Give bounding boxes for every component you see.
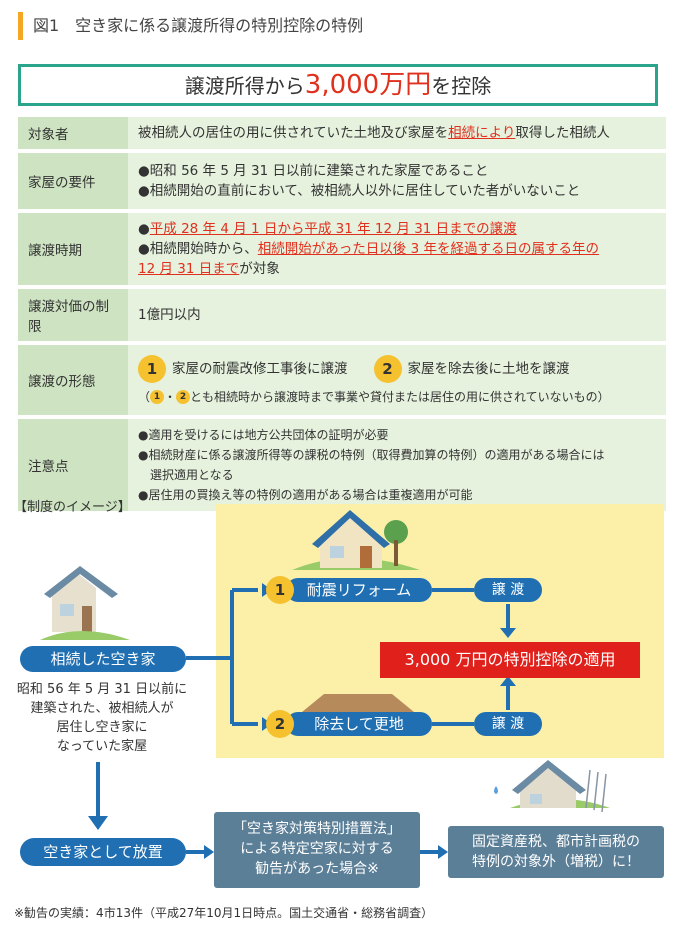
text: ●相続開始時から、 (138, 241, 258, 257)
row-label: 家屋の要件 (18, 153, 128, 209)
text: 家屋を除去後に土地を譲渡 (407, 360, 570, 377)
text: 取得した相続人 (515, 125, 610, 141)
text: とも相続時から譲渡時まで事業や貸付または居住の用に供されていないもの） (190, 389, 610, 404)
headline-amount: 3,000万円 (304, 70, 432, 100)
desc-line: なっていた家屋 (56, 739, 148, 754)
vacant-land-icon (302, 694, 414, 712)
bullet: ●平成 28 年 4 月 1 日から平成 31 年 12 月 31 日までの譲渡 (138, 219, 656, 239)
law-line: 「空き家対策特別措置法」 (233, 821, 401, 837)
tax-line: 固定資産税、都市計画税の (472, 834, 640, 850)
law-box: 「空き家対策特別措置法」 による特定空家に対する 勧告があった場合※ (214, 812, 420, 888)
section-title: 【制度のイメージ】 (14, 500, 131, 515)
transfer-label-1: 譲 渡 (474, 578, 542, 602)
bullet: ●居住用の買換え等の特例の適用がある場合は重複適用が可能 (138, 488, 473, 502)
row-value: ●適用を受けるには地方公共団体の証明が必要 ●相続財産に係る譲渡所得等の課税の特… (128, 419, 666, 511)
number-badge: 2 (373, 354, 402, 383)
bullet: ●相続財産に係る譲渡所得等の課税の特例（取得費加算の特例）の適用がある場合には (138, 448, 605, 462)
requirements-table: 対象者 被相続人の居住の用に供されていた土地及び家屋を相続により取得した相続人 … (18, 113, 666, 515)
headline-pre: 譲渡所得から (184, 74, 305, 98)
house-icon (40, 566, 130, 640)
bullet-cont: 12 月 31 日までが対象 (138, 259, 656, 279)
text: （ (138, 389, 151, 404)
row-value: ●平成 28 年 4 月 1 日から平成 31 年 12 月 31 日までの譲渡… (128, 213, 666, 285)
option2-label: 除去して更地 (286, 712, 432, 736)
footer-note: ※勧告の実績：4市13件（平成27年10月1日時点。国土交通省・総務省調査） (14, 906, 434, 920)
inherited-house-label: 相続した空き家 (20, 646, 186, 672)
text-red: 相続開始があった日以後 3 年を経過する日の属する年の (257, 241, 599, 257)
text-red: 平成 28 年 4 月 1 日から平成 31 年 12 月 31 日までの譲渡 (149, 221, 517, 237)
table-row: 注意点 ●適用を受けるには地方公共団体の証明が必要 ●相続財産に係る譲渡所得等の… (18, 419, 666, 511)
option2-badge: 2 (266, 710, 294, 738)
bullet-cont: 選択適用となる (138, 468, 234, 482)
table-row: 譲渡時期 ●平成 28 年 4 月 1 日から平成 31 年 12 月 31 日… (18, 213, 666, 285)
row-label: 譲渡対価の制限 (18, 289, 128, 341)
text: 被相続人の居住の用に供されていた土地及び家屋を (138, 125, 449, 141)
row-label: 対象者 (18, 117, 128, 149)
bullet-mark: ● (138, 221, 150, 237)
neglected-house-icon (494, 760, 610, 813)
transfer-label-2: 譲 渡 (474, 712, 542, 736)
option1-badge: 1 (266, 576, 294, 604)
row-label: 注意点 (18, 419, 128, 511)
row-label: 譲渡時期 (18, 213, 128, 285)
row-value: 被相続人の居住の用に供されていた土地及び家屋を相続により取得した相続人 (128, 117, 666, 149)
text: が対象 (239, 261, 280, 277)
renovated-house-icon (292, 510, 420, 570)
table-row: 家屋の要件 ●昭和 56 年 5 月 31 日以前に建築された家屋であること ●相… (18, 153, 666, 209)
bullet: ●相続開始の直前において、被相続人以外に居住していた者がいないこと (138, 183, 581, 199)
headline-box: 譲渡所得から3,000万円を控除 (18, 64, 658, 106)
neglect-label: 空き家として放置 (20, 838, 186, 866)
desc-line: 昭和 56 年 5 月 31 日以前に (16, 682, 188, 697)
bullet: ●相続開始時から、相続開始があった日以後 3 年を経過する日の属する年の (138, 239, 656, 259)
desc-line: 居住し空き家に (56, 720, 148, 735)
figure-title: 図1 空き家に係る譲渡所得の特別控除の特例 (18, 12, 363, 40)
row-value: ●昭和 56 年 5 月 31 日以前に建築された家屋であること ●相続開始の直前… (128, 153, 666, 209)
text: 家屋の耐震改修工事後に譲渡 (172, 360, 348, 377)
tax-box: 固定資産税、都市計画税の 特例の対象外（増税）に！ (448, 826, 664, 878)
text-red: 相続により (448, 125, 516, 141)
number-badge-small: 1 (150, 390, 165, 404)
table-row: 対象者 被相続人の居住の用に供されていた土地及び家屋を相続により取得した相続人 (18, 117, 666, 149)
number-badge-small: 2 (176, 390, 191, 404)
flow-arrows (96, 588, 510, 854)
law-line: による特定空家に対する (240, 841, 394, 857)
bullet: ●適用を受けるには地方公共団体の証明が必要 (138, 428, 389, 442)
bullet: ●昭和 56 年 5 月 31 日以前に建築された家屋であること (138, 163, 489, 179)
text-red: 12 月 31 日まで (138, 261, 240, 277)
result-box: 3,000 万円の特別控除の適用 (380, 642, 640, 678)
row-value: 1億円以内 (128, 289, 666, 341)
table-row: 譲渡対価の制限 1億円以内 (18, 289, 666, 341)
text: ・ (164, 389, 177, 404)
form-options: 1 家屋の耐震改修工事後に譲渡 2 家屋を除去後に土地を譲渡 (138, 354, 656, 383)
row-label: 譲渡の形態 (18, 345, 128, 415)
law-line: 勧告があった場合※ (255, 861, 379, 877)
headline-post: を控除 (431, 74, 492, 98)
desc-line: 建築された、被相続人が (30, 701, 174, 716)
option1-label: 耐震リフォーム (286, 578, 432, 602)
number-badge: 1 (138, 354, 166, 383)
inherited-house-desc: 昭和 56 年 5 月 31 日以前に 建築された、被相続人が 居住し空き家に … (14, 680, 190, 756)
tax-line: 特例の対象外（増税）に！ (472, 854, 640, 870)
